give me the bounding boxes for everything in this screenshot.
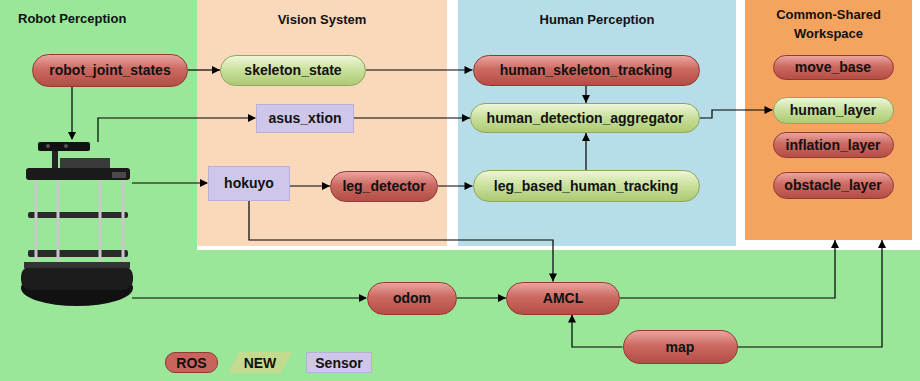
connector-line bbox=[354, 117, 470, 118]
connector-line bbox=[572, 315, 623, 348]
region-heading: Human Perception bbox=[458, 10, 736, 29]
arrowhead bbox=[498, 294, 506, 302]
ros-node: inflation_layer bbox=[773, 132, 894, 158]
region-heading: Vision System bbox=[197, 10, 447, 29]
new-node: leg_based_human_tracking bbox=[473, 170, 700, 202]
ros-node: move_base bbox=[773, 55, 894, 80]
region-panel: Common-Shared Workspace move_base human_la… bbox=[745, 0, 912, 240]
node-label: AMCL bbox=[543, 290, 583, 306]
connector bbox=[620, 240, 839, 298]
ros-node: robot_joint_states bbox=[32, 54, 188, 87]
connector bbox=[568, 315, 623, 348]
sensor-box: asus_xtion bbox=[256, 104, 354, 133]
node-label: human_skeleton_tracking bbox=[500, 62, 673, 78]
connector bbox=[738, 240, 887, 347]
node-label: inflation_layer bbox=[786, 137, 881, 153]
node-label: obstacle_layer bbox=[784, 177, 881, 193]
node-label: map bbox=[666, 339, 695, 355]
node-label: leg_based_human_tracking bbox=[494, 178, 678, 194]
ros-node: obstacle_layer bbox=[773, 172, 894, 199]
region-panel: Human Perception human_skeleton_trackingh… bbox=[458, 0, 736, 246]
connector-line bbox=[738, 240, 883, 347]
ros-node: leg_detector bbox=[330, 171, 438, 202]
node-label: skeleton_state bbox=[244, 62, 341, 78]
legend-label: Sensor bbox=[315, 355, 362, 371]
legend-swatch: ROS bbox=[165, 352, 218, 373]
arrowhead bbox=[878, 240, 886, 248]
legend-swatch: Sensor bbox=[306, 352, 372, 373]
node-label: asus_xtion bbox=[268, 110, 341, 126]
new-node: human_layer bbox=[773, 97, 894, 124]
region-panel: Vision System skeleton_state asus_xtionhok… bbox=[197, 0, 447, 246]
legend-swatch: NEW bbox=[228, 352, 292, 373]
node-label: leg_detector bbox=[342, 178, 425, 194]
legend-label: ROS bbox=[176, 355, 206, 371]
arrowhead bbox=[568, 315, 576, 323]
new-node: human_detection_aggregator bbox=[470, 103, 700, 133]
node-label: robot_joint_states bbox=[49, 62, 170, 78]
node-label: odom bbox=[393, 290, 431, 306]
legend-label: NEW bbox=[244, 355, 277, 371]
node-label: hokuyo bbox=[224, 175, 274, 191]
connector-line bbox=[366, 69, 473, 70]
sensor-box: hokuyo bbox=[208, 166, 290, 201]
connector-line bbox=[620, 240, 835, 298]
arrowhead bbox=[549, 274, 557, 282]
connector bbox=[457, 294, 506, 302]
arrowhead bbox=[831, 240, 839, 248]
ros-node: odom bbox=[367, 282, 457, 315]
node-label: human_layer bbox=[790, 102, 876, 118]
ros-node: map bbox=[623, 330, 738, 364]
ros-node: AMCL bbox=[506, 282, 620, 315]
node-label: human_detection_aggregator bbox=[487, 110, 684, 126]
new-node: skeleton_state bbox=[220, 55, 366, 86]
node-label: move_base bbox=[795, 59, 871, 75]
ros-node: human_skeleton_tracking bbox=[473, 55, 700, 86]
region-heading: Robot Perception bbox=[18, 9, 188, 28]
region-heading: Common-Shared Workspace bbox=[757, 5, 900, 43]
